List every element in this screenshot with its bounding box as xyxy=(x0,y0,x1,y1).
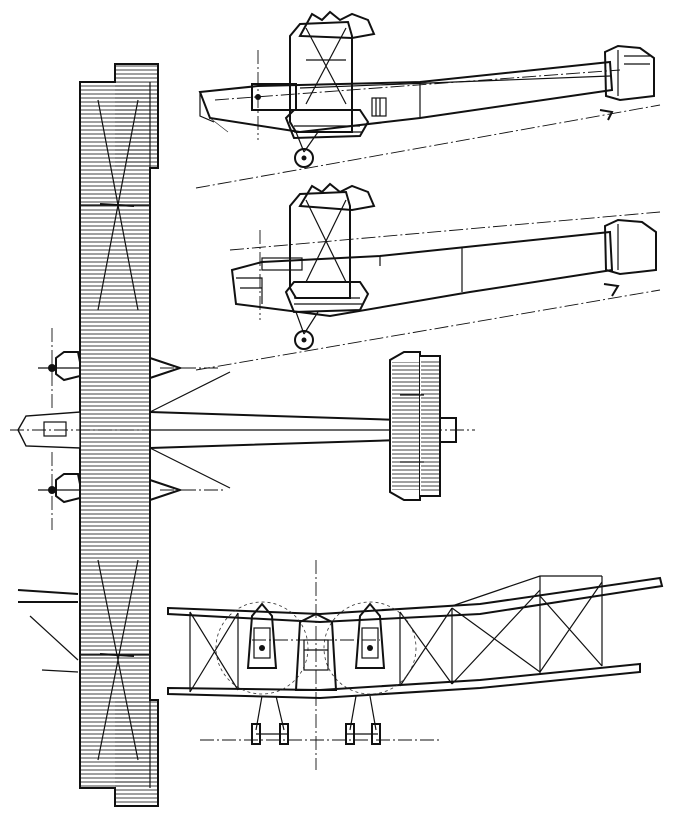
front-fuselage xyxy=(294,560,338,770)
fuselage-lower xyxy=(230,230,614,318)
front-view xyxy=(17,560,664,770)
side-view-lower xyxy=(195,182,661,371)
plan-view xyxy=(10,63,475,807)
wings-lower-side xyxy=(284,182,376,314)
front-bracing xyxy=(189,581,603,693)
plan-engine-upper xyxy=(38,328,220,408)
fuselage-upper xyxy=(198,60,614,134)
front-engine-right xyxy=(354,602,386,669)
plan-wing xyxy=(79,63,159,807)
front-lower-wing xyxy=(167,662,641,700)
plan-engine-lower xyxy=(38,452,225,530)
front-engine-left xyxy=(246,602,278,669)
front-undercarriage xyxy=(251,695,381,745)
prop-disc-left xyxy=(215,601,309,695)
tail-lower-side xyxy=(603,218,657,297)
plan-fuselage xyxy=(10,371,475,489)
prop-disc-right xyxy=(323,601,417,695)
wings-upper-side xyxy=(284,10,376,140)
side-view-upper xyxy=(195,10,661,189)
tail-upper-side xyxy=(599,44,655,121)
ground-line-upper xyxy=(195,104,661,189)
plan-tailplane xyxy=(389,351,457,501)
front-upper-wing xyxy=(167,576,664,624)
